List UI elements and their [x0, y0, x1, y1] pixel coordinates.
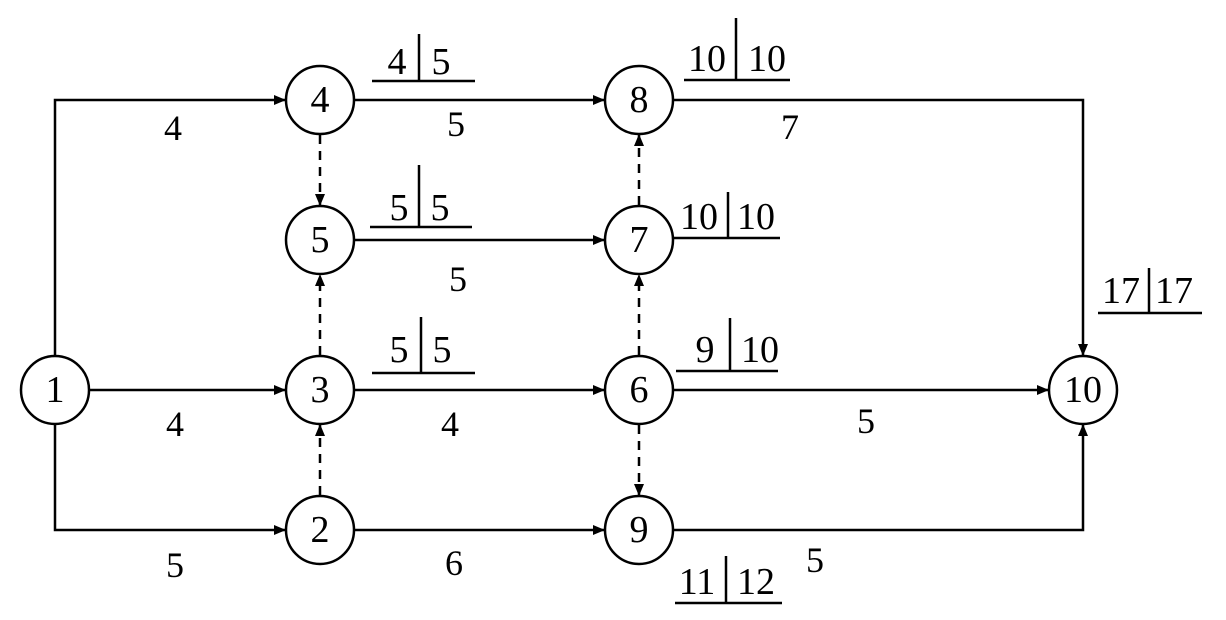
node-10: 10	[1047, 354, 1119, 426]
node-9: 9	[603, 494, 675, 566]
time-label-node-5: 5 5	[370, 165, 472, 229]
duration-6-10: 5	[857, 401, 875, 441]
svg-text:17: 17	[1102, 270, 1140, 312]
svg-text:8: 8	[630, 79, 649, 121]
svg-text:4: 4	[311, 79, 330, 121]
svg-text:5: 5	[390, 329, 409, 371]
node-4: 4	[284, 64, 356, 136]
svg-text:9: 9	[630, 509, 649, 551]
svg-text:5: 5	[432, 41, 451, 83]
svg-text:4: 4	[388, 41, 407, 83]
svg-text:9: 9	[696, 329, 715, 371]
node-2: 2	[284, 494, 356, 566]
duration-9-10: 5	[806, 540, 824, 580]
duration-2-9: 6	[445, 543, 463, 583]
arrow-1-2	[53, 425, 286, 535]
node-3: 3	[284, 354, 356, 426]
svg-text:5: 5	[431, 187, 450, 229]
svg-text:5: 5	[311, 219, 330, 261]
svg-text:2: 2	[311, 509, 330, 551]
svg-text:12: 12	[737, 561, 775, 603]
svg-text:1: 1	[46, 369, 65, 411]
svg-text:10: 10	[680, 196, 718, 238]
svg-text:10: 10	[737, 196, 775, 238]
duration-4-8: 5	[447, 104, 465, 144]
svg-text:3: 3	[311, 369, 330, 411]
svg-text:5: 5	[433, 329, 452, 371]
time-label-node-10: 17 17	[1098, 268, 1202, 315]
node-8: 8	[603, 64, 675, 136]
arrow-9-10	[674, 424, 1088, 532]
time-label-node-6: 9 10	[676, 318, 779, 373]
duration-1-4: 4	[164, 108, 182, 148]
duration-1-2: 5	[166, 545, 184, 585]
time-label-node-4: 4 5	[372, 34, 475, 83]
svg-text:7: 7	[630, 219, 649, 261]
svg-text:10: 10	[748, 38, 786, 80]
time-label-node-3: 5 5	[372, 317, 475, 375]
time-label-node-7: 10 10	[674, 192, 780, 240]
svg-text:17: 17	[1155, 270, 1193, 312]
node-5: 5	[284, 204, 356, 276]
svg-text:10: 10	[688, 38, 726, 80]
svg-text:11: 11	[679, 561, 716, 603]
node-1: 1	[19, 354, 91, 426]
svg-text:10: 10	[1064, 369, 1102, 411]
duration-5-7: 5	[449, 259, 467, 299]
svg-text:5: 5	[390, 187, 409, 229]
duration-1-3: 4	[166, 404, 184, 444]
node-7: 7	[603, 204, 675, 276]
arrow-8-10	[674, 98, 1088, 356]
time-label-node-9: 11 12	[675, 556, 782, 605]
time-label-node-8: 10 10	[684, 18, 790, 82]
svg-text:10: 10	[741, 329, 779, 371]
node-6: 6	[603, 354, 675, 426]
duration-3-6: 4	[441, 404, 459, 444]
arrow-1-4	[53, 95, 286, 355]
duration-8-10: 7	[781, 107, 799, 147]
svg-text:6: 6	[630, 369, 649, 411]
